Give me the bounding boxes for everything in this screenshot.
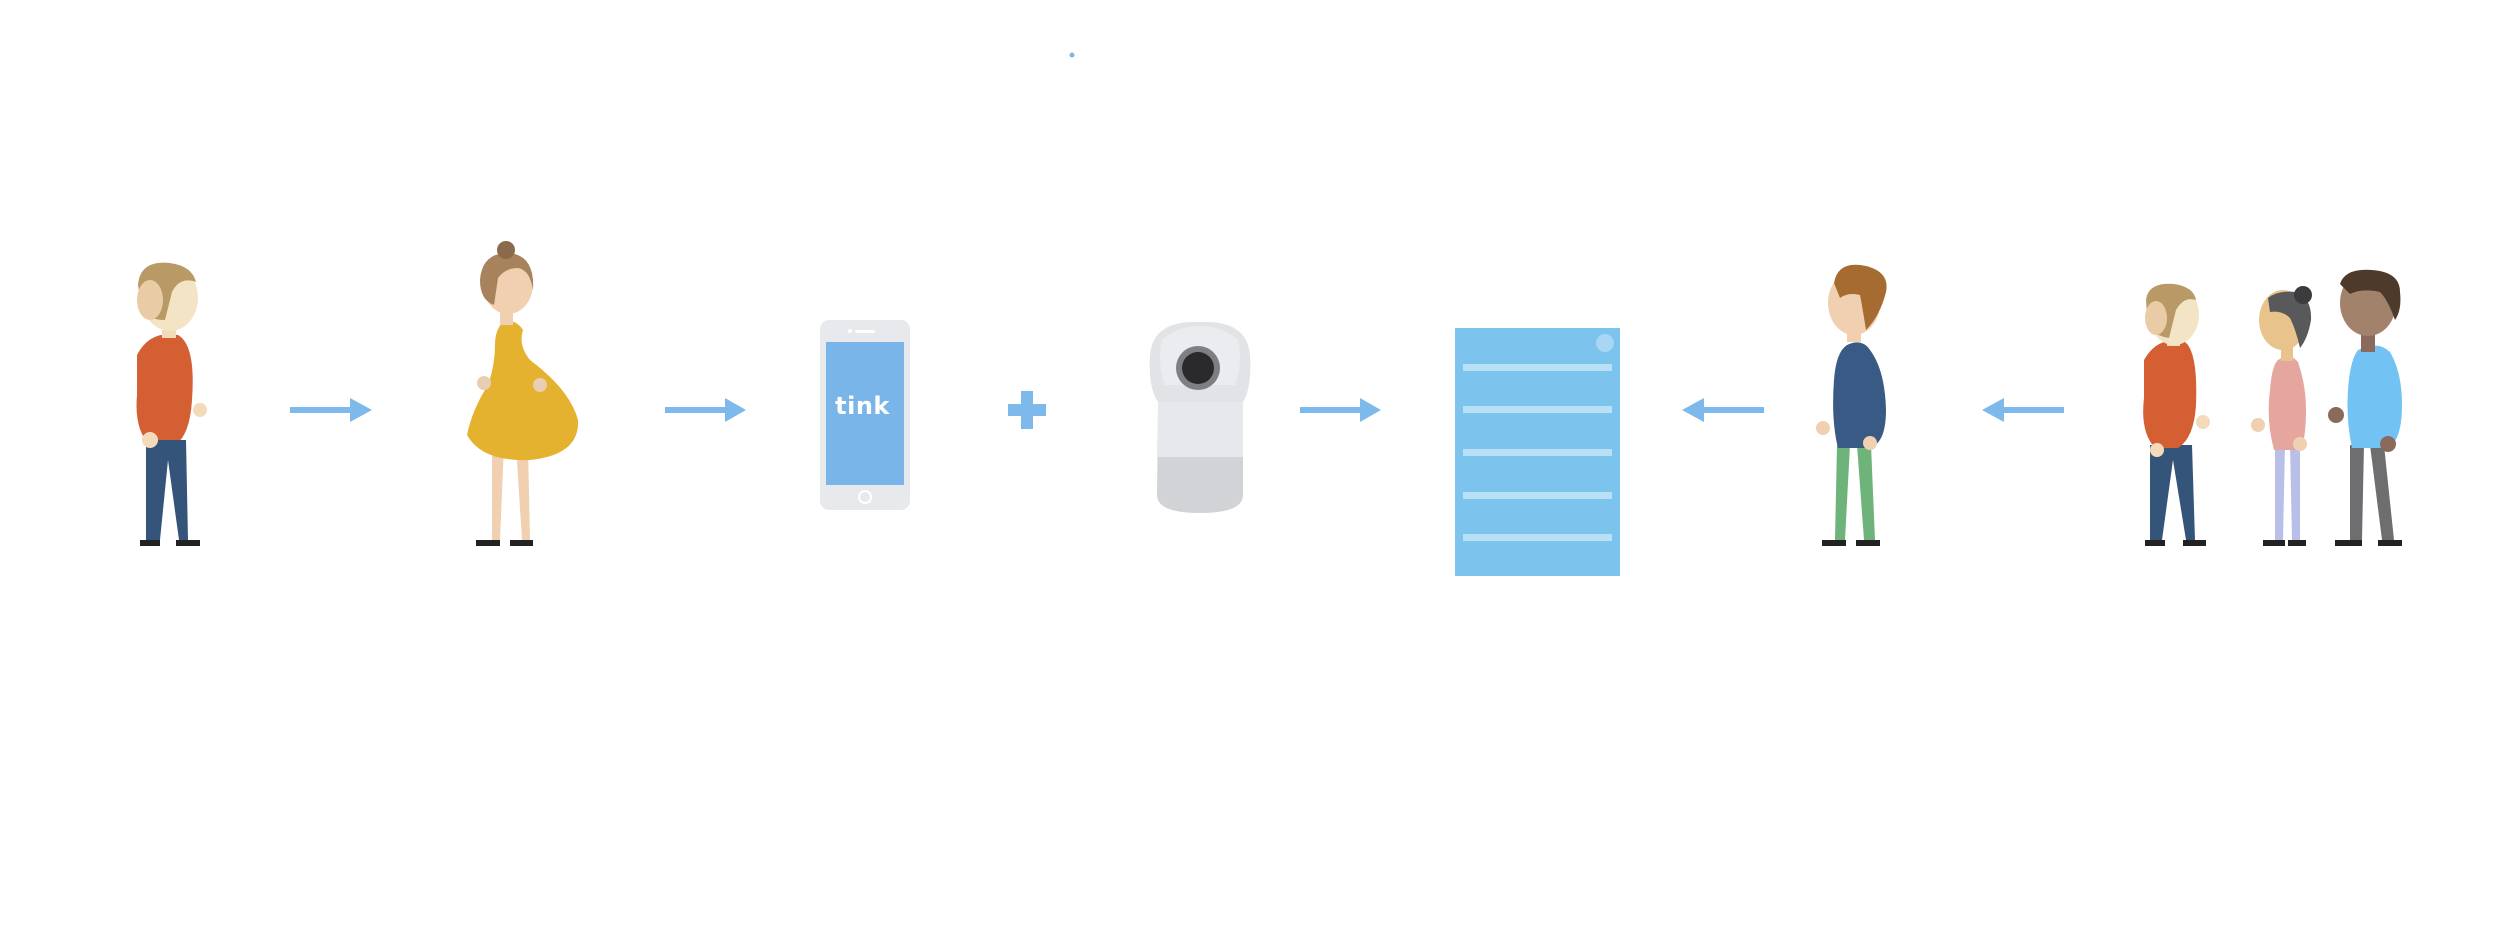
person-boy-red-sweater [136,262,207,546]
phone-app-label: tink [835,392,890,420]
document-list [1455,328,1620,576]
smartphone [820,320,910,510]
plus-icon [1008,391,1046,429]
arrow-left-icon [1982,398,2064,422]
group-person-man [2328,269,2402,546]
group-person-woman [2251,286,2312,546]
camera-device [1149,321,1251,513]
group-of-three-people [2143,269,2402,546]
stray-dot [1069,52,1075,58]
arrow-left-icon [1682,398,1764,422]
arrow-right-icon [665,398,746,422]
person-man-navy-sweater [1816,264,1887,546]
group-person-boy [2143,283,2210,546]
arrow-right-icon [290,398,372,422]
person-woman-yellow-dress [467,241,579,546]
arrow-right-icon [1300,398,1381,422]
